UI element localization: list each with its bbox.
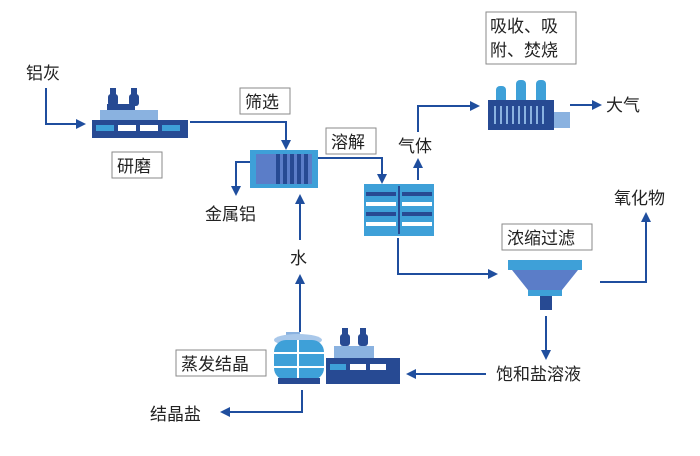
label-evaporation-crystallization: 蒸发结晶 bbox=[181, 355, 249, 375]
label-gas: 气体 bbox=[398, 137, 432, 157]
arrow-filter-to-oxide bbox=[600, 212, 651, 283]
label-atmosphere: 大气 bbox=[606, 96, 640, 116]
arrow-dissolver-to-filter bbox=[397, 238, 498, 279]
evaporation-label-box bbox=[175, 349, 267, 377]
label-concentrate-filter: 浓缩过滤 bbox=[507, 229, 575, 249]
evaporator-icon bbox=[274, 328, 400, 384]
absorb-label-box bbox=[485, 11, 577, 65]
label-aluminum-ash: 铝灰 bbox=[26, 64, 60, 84]
label-dissolution: 溶解 bbox=[331, 133, 365, 153]
screening-label-box bbox=[239, 87, 291, 115]
label-grinding: 研磨 bbox=[117, 157, 151, 177]
label-saturated-brine: 饱和盐溶液 bbox=[496, 365, 581, 385]
absorber-icon bbox=[488, 80, 570, 130]
grinding-label-box bbox=[111, 151, 163, 179]
label-water: 水 bbox=[290, 249, 307, 269]
screen-icon bbox=[250, 150, 318, 188]
concentrate-filter-label-box bbox=[501, 223, 593, 251]
arrow-screen-to-metal bbox=[231, 161, 250, 196]
dissolution-label-box bbox=[325, 127, 377, 155]
arrow-screen-to-dissolver bbox=[318, 157, 387, 184]
label-oxidized-compound: 氧化物 bbox=[614, 189, 665, 209]
label-crystal-salt: 结晶盐 bbox=[150, 405, 201, 425]
flow-connectors bbox=[45, 88, 651, 417]
filter-icon bbox=[508, 260, 582, 310]
arrow-evaporator-to-salt bbox=[220, 390, 303, 417]
label-screening: 筛选 bbox=[245, 93, 279, 113]
arrow-grinder-to-screen bbox=[190, 121, 291, 150]
arrow-ash-to-grinder bbox=[45, 88, 86, 129]
grinder-icon bbox=[92, 88, 188, 138]
arrow-gas-to-absorber bbox=[417, 101, 480, 132]
label-metallic-aluminum: 金属铝 bbox=[205, 205, 256, 225]
label-absorb-line2: 附、焚烧 bbox=[490, 41, 558, 61]
dissolver-icon bbox=[364, 184, 434, 236]
label-absorb-line1: 吸收、吸 bbox=[490, 17, 558, 37]
